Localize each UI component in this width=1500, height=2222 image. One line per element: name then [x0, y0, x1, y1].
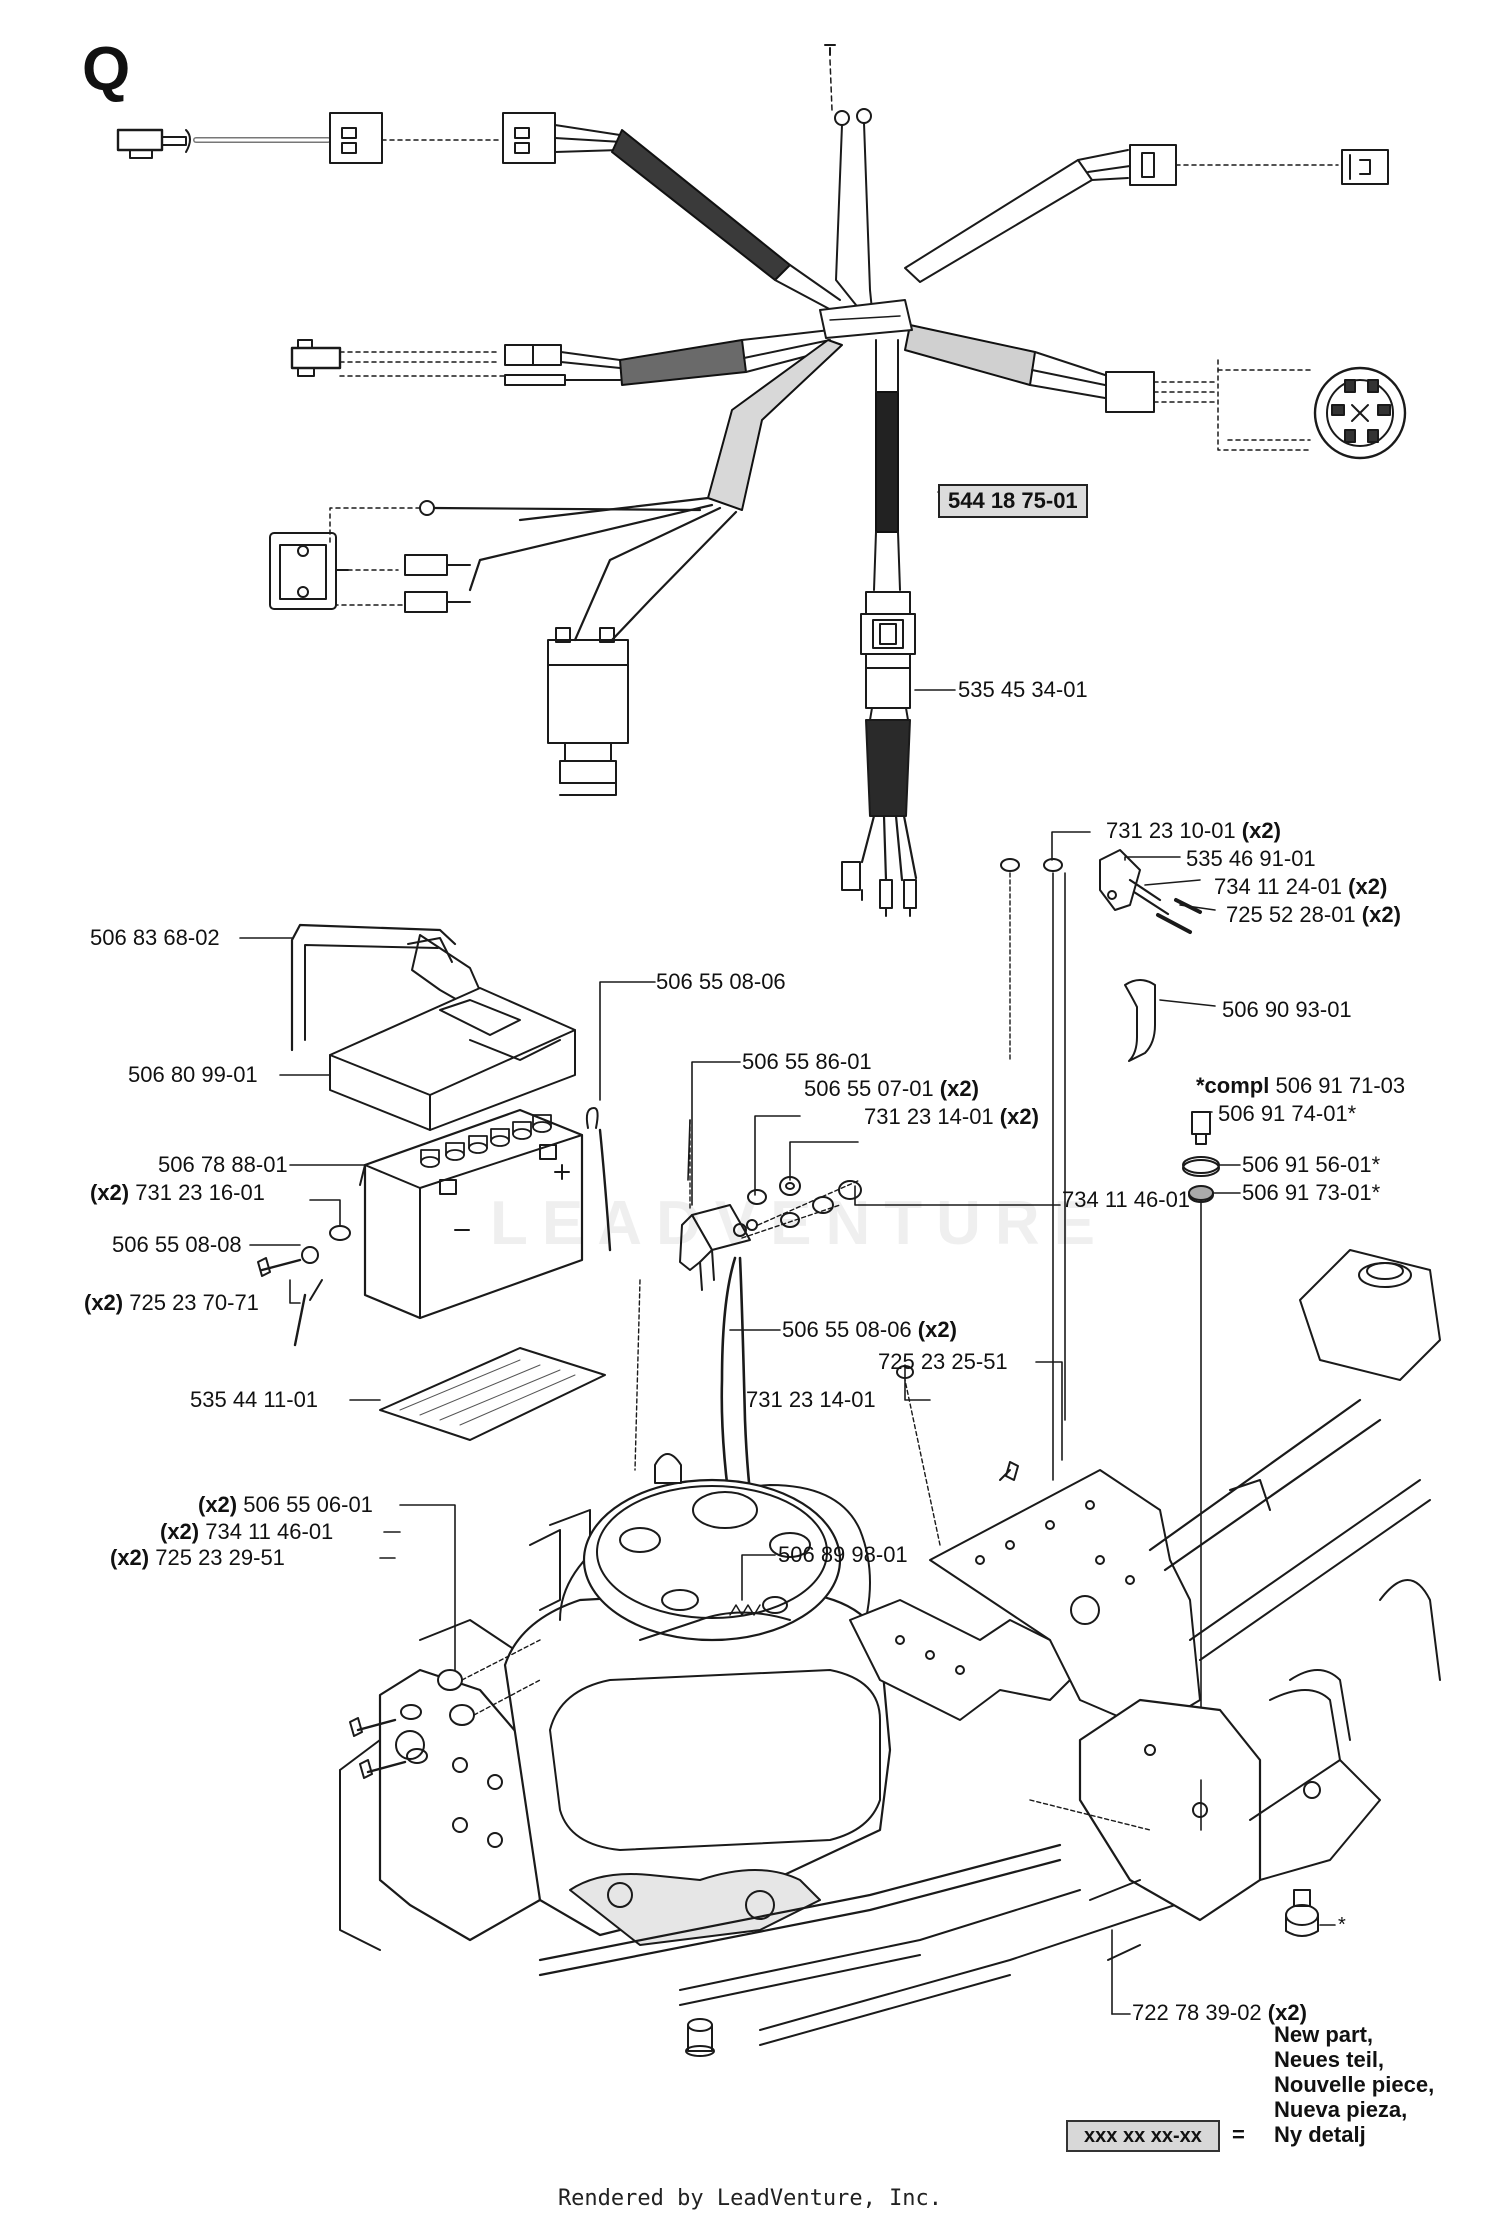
part-number: 506 91 74-01* [1218, 1101, 1357, 1126]
watermark: LEADVENTURE [490, 1189, 1110, 1258]
part-number: 506 91 71-03 [1275, 1073, 1406, 1098]
legend-line: New part, [1274, 2022, 1374, 2047]
quantity: (x2) [90, 1180, 130, 1205]
part-label[interactable]: 734 11 46-01 [1062, 1187, 1190, 1213]
legend-equals: = [1232, 2122, 1245, 2147]
part-label[interactable]: 535 45 34-01 [958, 677, 1088, 703]
part-number: 725 23 70-71 [129, 1290, 259, 1315]
part-label[interactable]: 506 55 08-06 (x2) [782, 1317, 957, 1343]
part-label[interactable]: 506 91 56-01* [1242, 1152, 1380, 1178]
part-label[interactable]: 722 78 39-02 (x2) [1132, 2000, 1307, 2026]
quantity: (x2) [1361, 902, 1401, 927]
part-label[interactable]: 506 55 86-01 [742, 1049, 872, 1075]
part-label[interactable]: 506 83 68-02 [90, 925, 220, 951]
ignition-parts [1000, 849, 1220, 1781]
part-label[interactable]: 506 89 98-01 [778, 1542, 908, 1568]
quantity: (x2) [1348, 874, 1388, 899]
part-number: 731 23 14-01 [746, 1387, 876, 1412]
part-number: 506 89 98-01 [778, 1542, 908, 1567]
footer-credit: Rendered by LeadVenture, Inc. [557, 2186, 943, 2211]
part-number: 725 23 25-51 [878, 1349, 1008, 1374]
asterisk-mark: * [1338, 1914, 1346, 1936]
part-number: 506 83 68-02 [90, 925, 220, 950]
compl-prefix: *compl [1196, 1073, 1270, 1098]
legend-part-box: xxx xx xx-xx [1066, 2120, 1220, 2152]
legend-line: Ny detalj [1274, 2122, 1366, 2147]
quantity: (x2) [999, 1104, 1039, 1129]
part-number: 731 23 16-01 [135, 1180, 265, 1205]
legend-line: Nueva pieza, [1274, 2097, 1408, 2122]
part-number: 734 11 24-01 [1214, 874, 1343, 899]
part-number: 722 78 39-02 [1132, 2000, 1262, 2025]
part-label[interactable]: (x2) 506 55 06-01 [198, 1492, 373, 1518]
part-number: 506 91 73-01* [1242, 1180, 1381, 1205]
quantity: (x2) [84, 1290, 124, 1315]
part-number: 725 23 29-51 [155, 1545, 285, 1570]
part-number: 535 46 91-01 [1186, 846, 1316, 871]
part-number: 731 23 10-01 [1106, 818, 1236, 843]
solenoid-assembly [634, 1119, 862, 1562]
quantity: (x2) [1241, 818, 1281, 843]
part-label[interactable]: 725 52 28-01 (x2) [1226, 902, 1401, 928]
part-number: 506 91 56-01* [1242, 1152, 1381, 1177]
part-label[interactable]: 506 90 93-01 [1222, 997, 1352, 1023]
quantity: (x2) [198, 1492, 238, 1517]
part-label[interactable]: 731 23 14-01 [746, 1387, 876, 1413]
part-label[interactable]: 506 91 74-01* [1218, 1101, 1356, 1127]
quantity: (x2) [917, 1317, 957, 1342]
part-number: 506 55 08-06 [782, 1317, 912, 1342]
part-number: 506 80 99-01 [128, 1062, 258, 1087]
part-label[interactable]: 535 44 11-01 [190, 1387, 318, 1413]
part-number: 506 55 08-08 [112, 1232, 242, 1257]
part-label[interactable]: (x2) 725 23 70-71 [84, 1290, 259, 1316]
callout-leaders [239, 491, 1336, 2015]
part-number: 506 55 86-01 [742, 1049, 872, 1074]
part-number: 731 23 14-01 [864, 1104, 994, 1129]
part-number: 506 55 06-01 [243, 1492, 373, 1517]
wire-harness [116, 44, 1407, 917]
part-number: 734 11 46-01 [1062, 1187, 1191, 1212]
part-number: 535 44 11-01 [190, 1387, 319, 1412]
part-label[interactable]: 725 23 25-51 [878, 1349, 1008, 1375]
part-label[interactable]: 535 46 91-01 [1186, 846, 1316, 872]
quantity: (x2) [160, 1519, 200, 1544]
part-label[interactable]: 731 23 14-01 (x2) [864, 1104, 1039, 1130]
part-label[interactable]: (x2) 731 23 16-01 [90, 1180, 265, 1206]
part-label[interactable]: 506 55 08-08 [112, 1232, 242, 1258]
part-label[interactable]: (x2) 734 11 46-01 [160, 1519, 333, 1545]
part-number: 506 78 88-01 [158, 1152, 288, 1177]
quantity: (x2) [110, 1545, 150, 1570]
part-number: 506 55 07-01 [804, 1076, 934, 1101]
part-number: 725 52 28-01 [1226, 902, 1356, 927]
part-number: 506 55 08-06 [656, 969, 786, 994]
part-number: 506 90 93-01 [1222, 997, 1352, 1022]
part-label[interactable]: 506 91 73-01* [1242, 1180, 1380, 1206]
new-part-legend: New part, Neues teil, Nouvelle piece, Nu… [1274, 2022, 1434, 2147]
part-label[interactable]: *compl 506 91 71-03 [1196, 1073, 1405, 1099]
part-number: 734 11 46-01 [205, 1519, 334, 1544]
legend-line: Neues teil, [1274, 2047, 1385, 2072]
part-label[interactable]: 506 78 88-01 [158, 1152, 288, 1178]
harness-part-number[interactable]: 544 18 75-01 [938, 484, 1088, 518]
part-label[interactable]: 734 11 24-01 (x2) [1214, 874, 1387, 900]
battery-assembly [257, 923, 612, 1441]
engine-and-chassis [339, 1249, 1441, 2057]
part-label[interactable]: 731 23 10-01 (x2) [1106, 818, 1281, 844]
part-label[interactable]: 506 55 07-01 (x2) [804, 1076, 979, 1102]
part-label[interactable]: 506 80 99-01 [128, 1062, 258, 1088]
part-number: 535 45 34-01 [958, 677, 1088, 702]
part-label[interactable]: (x2) 725 23 29-51 [110, 1545, 285, 1571]
quantity: (x2) [1267, 2000, 1307, 2025]
legend-line: Nouvelle piece, [1274, 2072, 1435, 2097]
part-label[interactable]: 506 55 08-06 [656, 969, 786, 995]
quantity: (x2) [939, 1076, 979, 1101]
section-letter: Q [82, 35, 131, 104]
